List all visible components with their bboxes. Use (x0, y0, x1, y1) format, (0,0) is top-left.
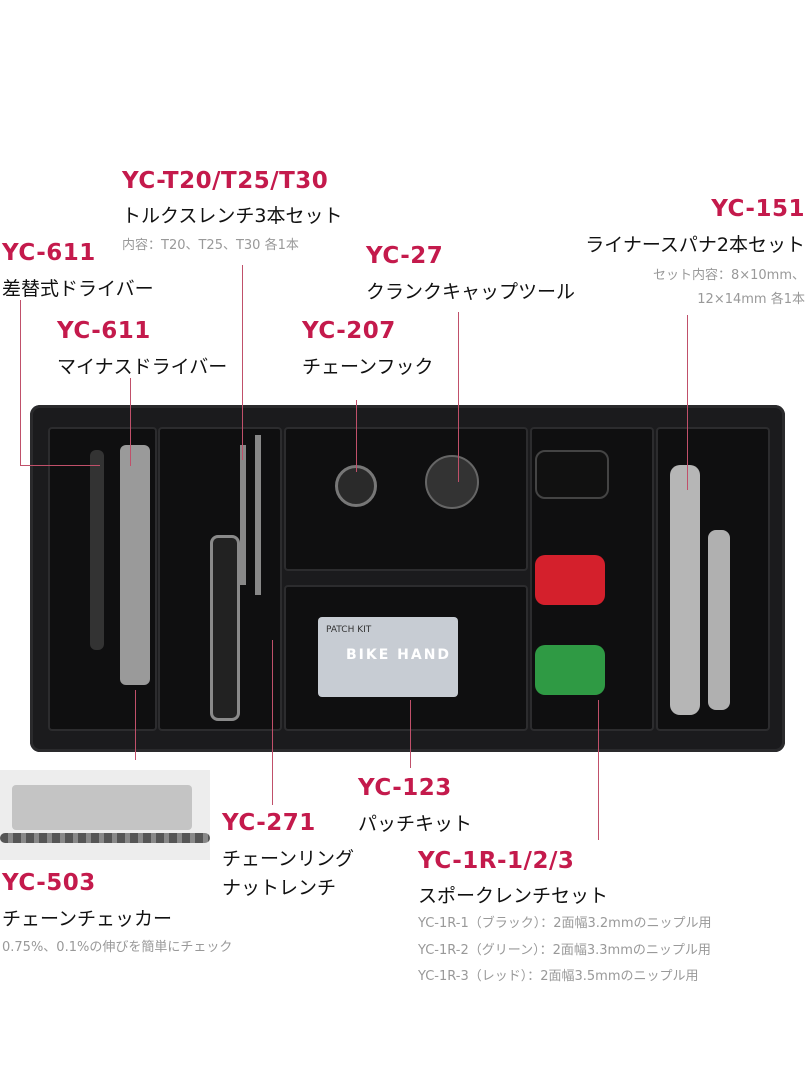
driver-set-name: 差替式ドライバー (2, 278, 154, 300)
chain-checker-image (12, 785, 192, 830)
crank-cap-name: クランクキャップツール (366, 281, 576, 303)
leader-line (20, 300, 21, 465)
torx-detail: 内容：T20、T25、T30 各1本 (122, 238, 299, 253)
torx-wrench (255, 435, 261, 595)
leader-line (135, 690, 136, 760)
chain-hook-code: YC-207 (302, 318, 396, 344)
chain-checker-name: チェーンチェッカー (2, 908, 173, 930)
minus-driver-code: YC-611 (57, 318, 151, 344)
liner-spanner-detail: 12×14mm 各1本 (697, 292, 805, 307)
spoke-wrench-name: スポークレンチセット (418, 885, 609, 907)
chain-checker-tool (120, 445, 150, 685)
liner-spanner-name: ライナースパナ2本セット (585, 234, 805, 256)
liner-spanner-code: YC-151 (711, 196, 805, 222)
spoke-wrench-code: YC-1R-1/2/3 (418, 848, 575, 874)
chain-hook-name: チェーンフック (302, 356, 434, 378)
driver-set-code: YC-611 (2, 240, 96, 266)
spoke-wrench-detail: YC-1R-3（レッド）：2面幅3.5mmのニップル用 (418, 969, 699, 984)
tray-compartment-top-center (284, 427, 528, 571)
spoke-wrench-green (535, 645, 605, 695)
crank-cap-tool (425, 455, 479, 509)
minus-driver-name: マイナスドライバー (57, 356, 228, 378)
chain-checker-detail: 0.75%、0.1%の伸びを簡単にチェック (2, 940, 233, 955)
leader-line (687, 315, 688, 490)
leader-line (242, 265, 243, 460)
chainring-wrench-tool (210, 535, 240, 721)
leader-line (130, 378, 131, 466)
spoke-wrench-red (535, 555, 605, 605)
chainring-wrench-code: YC-271 (222, 810, 316, 836)
leader-line (20, 465, 100, 466)
torx-name: トルクスレンチ3本セット (122, 205, 343, 227)
leader-line (458, 312, 459, 482)
leader-line (410, 700, 411, 768)
torx-wrench (240, 445, 246, 585)
leader-line (598, 700, 599, 840)
chain-image (0, 833, 210, 843)
chainring-wrench-name: チェーンリング (222, 848, 355, 870)
patch-kit-name: パッチキット (358, 813, 473, 835)
torx-code: YC-T20/T25/T30 (122, 168, 329, 194)
spoke-wrench-black (535, 450, 609, 499)
patch-kit-code: YC-123 (358, 775, 452, 801)
spoke-wrench-detail: YC-1R-1（ブラック）：2面幅3.2mmのニップル用 (418, 916, 712, 931)
driver-handle (90, 450, 104, 650)
leader-line (356, 400, 357, 472)
crank-cap-code: YC-27 (366, 243, 444, 269)
liner-spanner-detail: セット内容：8×10mm、 (652, 268, 805, 283)
chainring-wrench-name: ナットレンチ (222, 877, 337, 899)
spoke-wrench-detail: YC-1R-2（グリーン）：2面幅3.3mmのニップル用 (418, 943, 711, 958)
liner-spanner-large (670, 465, 700, 715)
tool-tray: BIKE HAND PATCH KIT (30, 405, 785, 752)
patch-kit-box: BIKE HAND PATCH KIT (318, 617, 458, 697)
chain-checker-code: YC-503 (2, 870, 96, 896)
liner-spanner-small (708, 530, 730, 710)
leader-line (272, 640, 273, 805)
chain-checker-photo (0, 770, 210, 860)
